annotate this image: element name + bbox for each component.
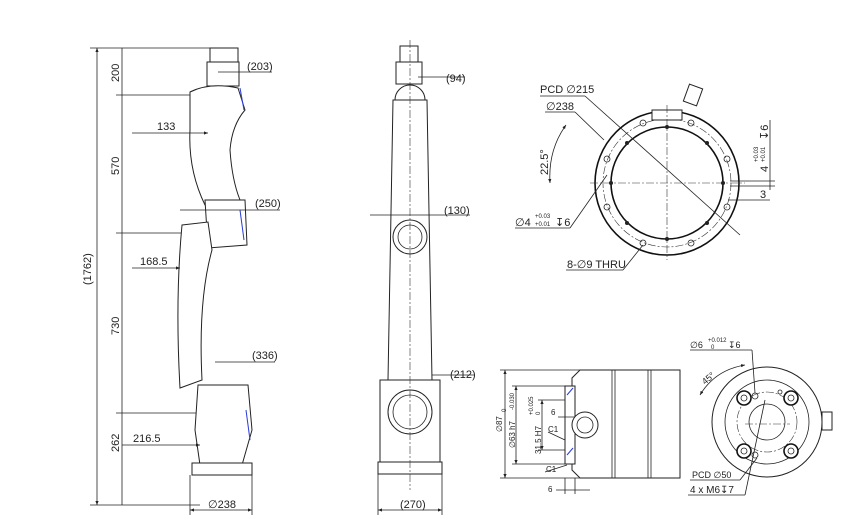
tool-angle-label: 45° xyxy=(700,370,717,387)
tool-chamfer-2-label: C1 xyxy=(546,465,557,474)
flange-slot-tol-lower: +0.01 xyxy=(761,146,767,162)
tool-spigot-depth-label: 6 xyxy=(548,485,553,494)
tool-pcd-label: PCD ∅50 xyxy=(692,470,731,480)
base-offset-label: (336) xyxy=(252,350,278,362)
wrist-width-label: (94) xyxy=(446,73,466,85)
flange-diameter-label: ∅238 xyxy=(546,101,574,113)
front-view: (94) (130) (212) (270) xyxy=(370,40,476,515)
wrist-offset-label: (203) xyxy=(247,61,273,73)
tool-pin-tol-lower: 0 xyxy=(711,345,715,351)
side-view: (1762) 200 570 730 262 (203) 133 (250) 1… xyxy=(82,47,281,515)
tool-spigot-label: ∅63 h7 xyxy=(508,420,517,448)
tool-chamfer-1-label: C1 xyxy=(548,425,559,434)
elbow-offset-label: (250) xyxy=(255,198,281,210)
flange-pin-tol-lower: +0.01 xyxy=(535,222,551,228)
tool-bore-tol-lower: 0 xyxy=(536,411,542,415)
seg-570-label: 570 xyxy=(110,157,122,175)
tool-outer-diameter-label: ∅87 xyxy=(495,416,504,432)
upper-offset-label: 133 xyxy=(157,121,175,133)
tool-spigot-tol-upper: 0 xyxy=(502,408,508,412)
flange-angle-label: 22.5° xyxy=(539,149,551,175)
elbow-width-label: (130) xyxy=(444,205,470,217)
flange-pin-depth-label: ↧6 xyxy=(555,217,570,229)
seg-262-label: 262 xyxy=(110,434,122,452)
lower-offset-label: 168.5 xyxy=(140,256,168,268)
flange-slot-width-label: 4 xyxy=(759,166,771,172)
flange-slot-depth-label: ↧6 xyxy=(759,125,771,140)
tool-bore-depth-label: 6 xyxy=(551,408,556,417)
seg-730-label: 730 xyxy=(110,317,122,335)
tool-side-view: ∅87 ∅63 h7 0 -0.030 31.5 H7 +0.025 0 6 C… xyxy=(495,369,681,494)
tool-threads-label: 4 x M6↧7 xyxy=(690,485,734,496)
tool-bore-label: 31.5 H7 xyxy=(534,425,543,454)
flange-thru-holes-label: 8-∅9 THRU xyxy=(567,259,626,271)
base-diameter-label: ∅238 xyxy=(208,499,236,511)
total-height-label: (1762) xyxy=(82,253,94,285)
flange-pin-hole-label: ∅4 xyxy=(515,217,531,229)
flange-pin-tol-upper: +0.03 xyxy=(535,214,551,220)
shoulder-width-label: (212) xyxy=(450,369,476,381)
flange-slot-tol-upper: +0.03 xyxy=(754,146,760,162)
flange-view: PCD ∅215 ∅238 22.5° ∅4 +0.03 +0.01 ↧6 4 … xyxy=(515,83,775,271)
tool-end-view: ∅6 +0.012 0 ↧6 45° PCD ∅50 4 x M6↧7 xyxy=(688,338,833,496)
tool-pin-depth-label: ↧6 xyxy=(728,340,741,350)
tool-spigot-tol-lower: -0.030 xyxy=(510,392,516,410)
tool-pin-tol-upper: +0.012 xyxy=(708,338,727,344)
flange-slot-offset-label: 3 xyxy=(760,189,766,201)
base-width-label: (270) xyxy=(400,499,426,511)
seg-200-label: 200 xyxy=(110,64,122,82)
tool-pin-hole-label: ∅6 xyxy=(690,340,703,350)
flange-pcd-label: PCD ∅215 xyxy=(540,84,594,96)
tool-bore-tol-upper: +0.025 xyxy=(529,396,535,415)
base-left-label: 216.5 xyxy=(133,433,161,445)
